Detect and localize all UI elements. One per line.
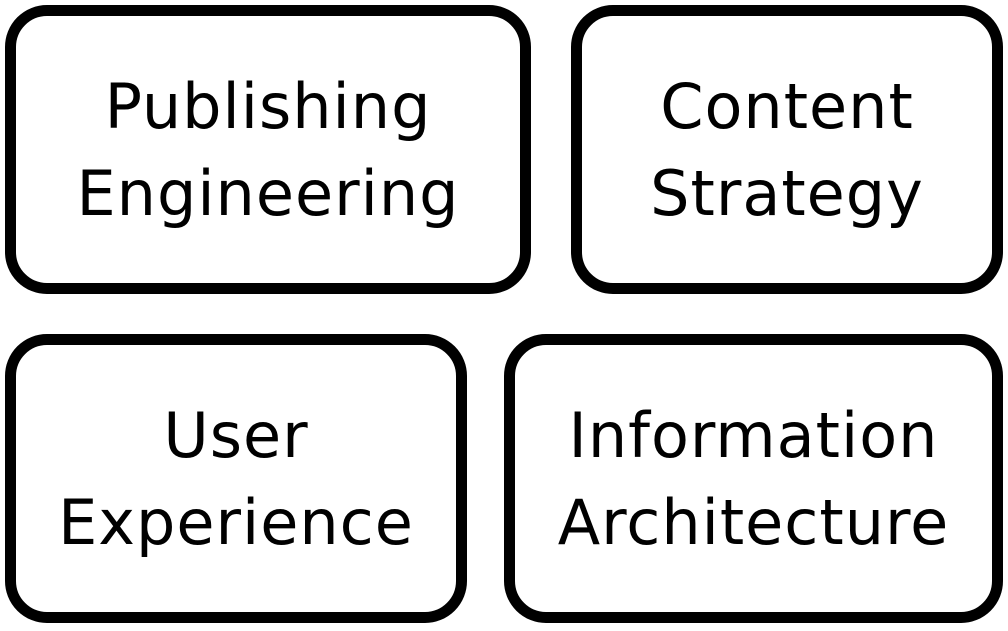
information-architecture-line1: Information [568,398,939,472]
information-architecture-box: Information Architecture [504,334,1003,623]
information-architecture-line2: Architecture [557,485,950,559]
user-experience-box: User Experience [5,334,467,623]
user-experience-line2: Experience [58,485,414,559]
publishing-engineering-line2: Engineering [76,156,460,230]
publishing-engineering-box: Publishing Engineering [5,5,531,294]
user-experience-line1: User [163,398,309,472]
content-strategy-line2: Strategy [650,156,924,230]
publishing-engineering-line1: Publishing [104,69,432,143]
content-strategy-line1: Content [660,69,914,143]
content-strategy-box: Content Strategy [571,5,1003,294]
